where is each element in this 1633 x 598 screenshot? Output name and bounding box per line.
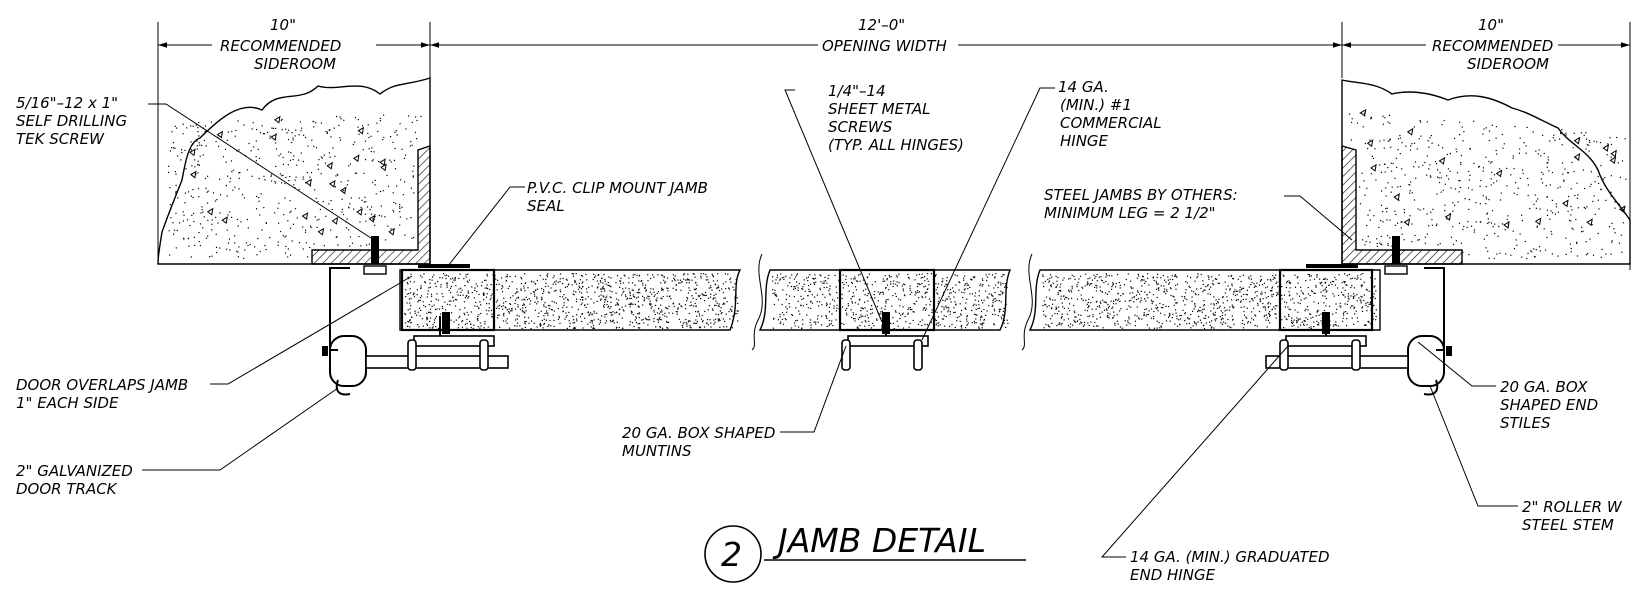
right-door-track <box>1407 267 1452 396</box>
dim-right-label-2: SIDEROOM <box>1467 55 1549 73</box>
right-tek-screw <box>1384 236 1408 275</box>
sms-line-1: 1/4"–14 <box>828 82 886 100</box>
detail-number-circle <box>704 525 762 583</box>
callout-tek-screw: 5/16"–12 x 1" SELF DRILLING TEK SCREW <box>16 94 127 148</box>
tek-screw-line-3: TEK SCREW <box>16 130 105 148</box>
jamb-seal-line-2: SEAL <box>527 197 565 215</box>
dim-left-label-1: RECOMMENDED <box>220 37 341 55</box>
left-door-track <box>322 267 367 396</box>
left-steel-jamb-angle <box>311 145 431 265</box>
roller-line-2: STEEL STEM <box>1522 516 1614 534</box>
end-stiles-line-2: SHAPED END <box>1500 396 1598 414</box>
right-jamb-seal <box>1306 264 1358 268</box>
sms-line-3: SCREWS <box>828 118 893 136</box>
end-stiles-line-3: STILES <box>1500 414 1551 432</box>
callout-commercial-hinge: 14 GA. (MIN.) #1 COMMERCIAL HINGE <box>1058 78 1162 150</box>
roller-line-1: 2" ROLLER W <box>1522 498 1623 516</box>
left-end-hinge <box>407 316 495 371</box>
graduated-hinge-line-2: END HINGE <box>1130 566 1216 584</box>
door-panel <box>399 253 1381 351</box>
dim-right-label-1: RECOMMENDED <box>1432 37 1553 55</box>
steel-jambs-line-1: STEEL JAMBS BY OTHERS: <box>1044 186 1238 204</box>
commercial-hinge-line-1: 14 GA. <box>1058 78 1109 96</box>
left-hinge-screw <box>442 312 450 334</box>
jamb-seal-line-1: P.V.C. CLIP MOUNT JAMB <box>527 179 708 197</box>
commercial-hinge-line-3: COMMERCIAL <box>1060 114 1162 132</box>
sms-line-4: (TYP. ALL HINGES) <box>828 136 964 154</box>
left-concrete-wall <box>157 77 431 265</box>
door-overlaps-line-1: DOOR OVERLAPS JAMB <box>16 376 188 394</box>
callout-end-stiles: 20 GA. BOX SHAPED END STILES <box>1500 378 1598 432</box>
door-track-line-1: 2" GALVANIZED <box>16 462 133 480</box>
right-wall-aggregate <box>1348 108 1627 260</box>
right-hinge-screw <box>1322 312 1330 334</box>
dim-left-value: 10" <box>270 16 296 34</box>
callout-steel-jambs: STEEL JAMBS BY OTHERS: MINIMUM LEG = 2 1… <box>1044 186 1238 222</box>
tek-screw-line-1: 5/16"–12 x 1" <box>16 94 118 112</box>
drawing-title: 2 JAMB DETAIL <box>704 521 1026 583</box>
callout-door-track: 2" GALVANIZED DOOR TRACK <box>16 462 133 498</box>
center-hinge-screw <box>882 312 890 334</box>
left-tek-screw <box>363 236 387 275</box>
callout-jamb-seal: P.V.C. CLIP MOUNT JAMB SEAL <box>527 179 708 215</box>
left-roller-stem <box>365 355 509 369</box>
detail-number: 2 <box>721 535 742 574</box>
right-roller-stem <box>1265 355 1409 369</box>
sms-line-2: SHEET METAL <box>828 100 931 118</box>
end-stiles-line-1: 20 GA. BOX <box>1500 378 1588 396</box>
dim-left-label-2: SIDEROOM <box>254 55 336 73</box>
muntins-line-1: 20 GA. BOX SHAPED <box>622 424 775 442</box>
left-jamb-seal <box>418 264 470 268</box>
door-overlaps-line-2: 1" EACH SIDE <box>16 394 119 412</box>
left-wall-aggregate <box>168 114 422 259</box>
callout-graduated-hinge: 14 GA. (MIN.) GRADUATED END HINGE <box>1130 548 1330 584</box>
muntins-line-2: MUNTINS <box>622 442 692 460</box>
dim-opening-label: OPENING WIDTH <box>822 37 947 55</box>
graduated-hinge-line-1: 14 GA. (MIN.) GRADUATED <box>1130 548 1330 566</box>
right-concrete-wall <box>1341 79 1631 265</box>
title-text: JAMB DETAIL <box>772 521 986 560</box>
leader-lines <box>142 87 1518 558</box>
dim-right-value: 10" <box>1478 16 1504 34</box>
dim-opening-value: 12'–0" <box>858 16 905 34</box>
callout-muntins: 20 GA. BOX SHAPED MUNTINS <box>622 424 775 460</box>
door-core-texture <box>404 273 1377 330</box>
commercial-hinge-line-4: HINGE <box>1060 132 1109 150</box>
callout-door-overlaps: DOOR OVERLAPS JAMB 1" EACH SIDE <box>16 376 188 412</box>
steel-jambs-line-2: MINIMUM LEG = 2 1/2" <box>1044 204 1216 222</box>
commercial-hinge-line-2: (MIN.) #1 <box>1060 96 1132 114</box>
tek-screw-line-2: SELF DRILLING <box>16 112 127 130</box>
door-track-line-2: DOOR TRACK <box>16 480 118 498</box>
callout-roller: 2" ROLLER W STEEL STEM <box>1522 498 1623 534</box>
callout-sheet-metal-screws: 1/4"–14 SHEET METAL SCREWS (TYP. ALL HIN… <box>828 82 964 154</box>
